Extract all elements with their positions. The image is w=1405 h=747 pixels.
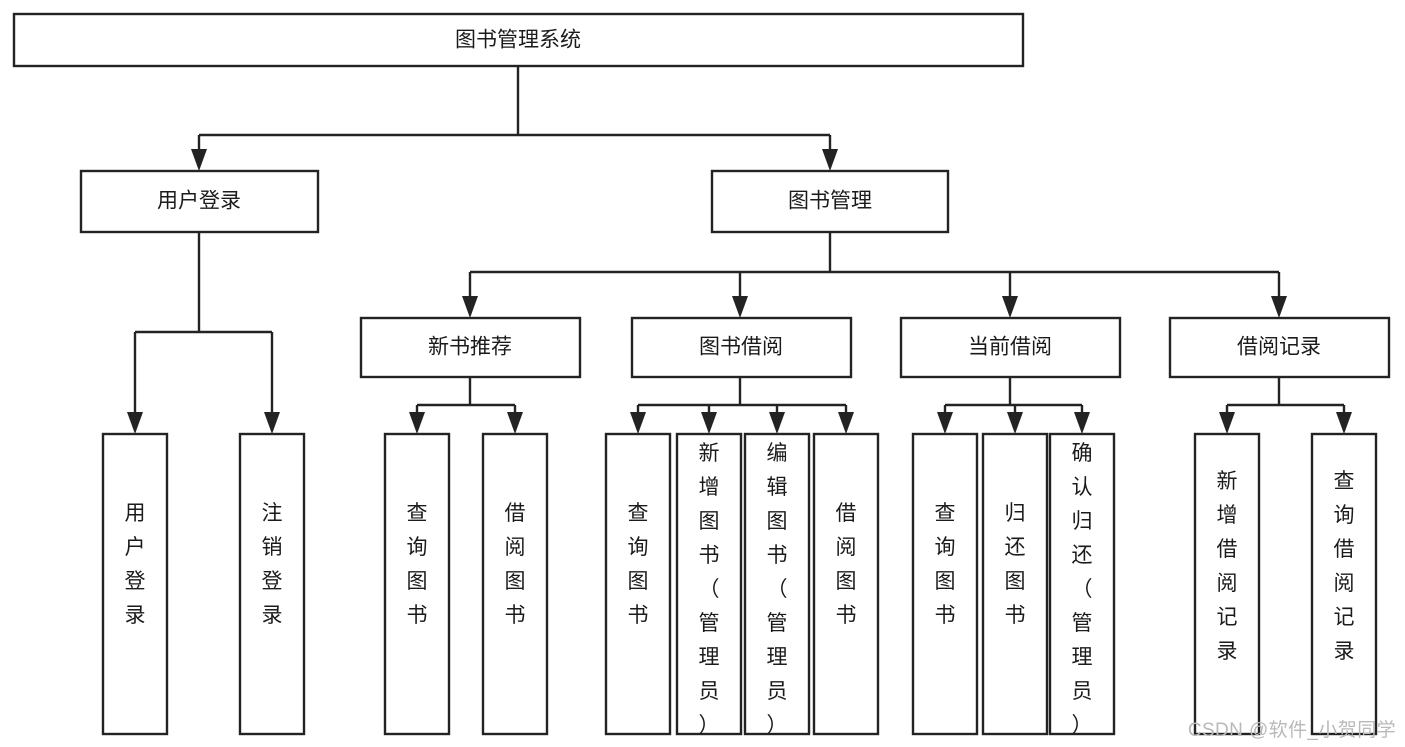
connector-bookmgmt-to-level2 (468, 232, 1281, 303)
node-book-management-label: 图书管理 (788, 190, 872, 213)
node-leaf-logout[interactable]: 注销登录 (238, 432, 306, 736)
node-leaf-add-book[interactable]: 新增图书（管理员） (675, 432, 743, 737)
node-borrow-record[interactable]: 借阅记录 (1168, 316, 1391, 379)
node-leaf-add-record-label: 新增借阅记录 (1217, 470, 1238, 663)
node-leaf-edit-book-label: 编辑图书（管理员） (767, 442, 788, 737)
node-leaf-query-record[interactable]: 查询借阅记录 (1310, 432, 1378, 736)
node-root-label: 图书管理系统 (455, 29, 581, 52)
node-book-management[interactable]: 图书管理 (710, 169, 950, 234)
arrow-to-leaf-return-book (1007, 412, 1023, 434)
arrow-to-leaf-query-book-cur (937, 412, 953, 434)
node-leaf-return-book-box[interactable] (981, 432, 1049, 736)
node-leaf-query-book-bor-box[interactable] (604, 432, 672, 736)
node-leaf-query-book-rec-label: 查询图书 (407, 502, 428, 627)
node-leaf-query-record-label: 查询借阅记录 (1334, 470, 1355, 663)
node-root[interactable]: 图书管理系统 (12, 12, 1025, 68)
node-leaf-add-book-box[interactable] (675, 432, 743, 736)
node-leaf-query-book-bor[interactable]: 查询图书 (604, 432, 672, 736)
arrow-to-leaf-borrow-book-bor (838, 412, 854, 434)
leaf-node-group: 用户登录 注销登录 查询图书 借阅图书 查询图书 新增图书（管理员） (101, 432, 1378, 737)
node-book-borrow[interactable]: 图书借阅 (630, 316, 853, 379)
connector-newbook-to-leaves (415, 377, 517, 419)
node-new-book-recommend-box[interactable] (359, 316, 582, 379)
node-borrow-record-label: 借阅记录 (1237, 336, 1321, 359)
node-borrow-record-box[interactable] (1168, 316, 1391, 379)
connector-group (127, 66, 1352, 434)
arrow-to-leaf-confirm-return (1074, 412, 1090, 434)
node-leaf-borrow-book-rec-label: 借阅图书 (505, 502, 526, 627)
arrow-to-leaf-borrow-book-rec (507, 412, 523, 434)
arrow-to-book-borrow (732, 296, 748, 318)
node-current-borrow-box[interactable] (899, 316, 1122, 379)
arrow-to-book-management (822, 149, 838, 171)
node-leaf-query-book-bor-label: 查询图书 (628, 502, 649, 627)
arrow-to-leaf-query-book-bor (630, 412, 646, 434)
node-leaf-confirm-return-label: 确认归还（管理员） (1072, 442, 1093, 737)
node-current-borrow[interactable]: 当前借阅 (899, 316, 1122, 379)
arrow-to-leaf-add-book (701, 412, 717, 434)
arrow-to-user-login (191, 149, 207, 171)
node-leaf-logout-box[interactable] (238, 432, 306, 736)
node-book-borrow-box[interactable] (630, 316, 853, 379)
node-leaf-borrow-book-rec[interactable]: 借阅图书 (481, 432, 549, 736)
node-leaf-query-book-rec-box[interactable] (383, 432, 451, 736)
node-leaf-query-book-cur[interactable]: 查询图书 (911, 432, 979, 736)
arrow-to-leaf-query-record (1336, 412, 1352, 434)
node-leaf-user-login-box[interactable] (101, 432, 169, 736)
arrow-to-leaf-query-book-rec (409, 412, 425, 434)
node-leaf-confirm-return[interactable]: 确认归还（管理员） (1048, 432, 1116, 737)
csdn-watermark: CSDN @软件_小贺同学 (1187, 720, 1396, 741)
node-leaf-add-book-label: 新增图书（管理员） (699, 442, 720, 737)
node-leaf-query-book-cur-box[interactable] (911, 432, 979, 736)
arrow-to-leaf-logout (264, 412, 280, 434)
arrow-to-leaf-add-record (1219, 412, 1235, 434)
connector-root-to-level1 (197, 66, 832, 157)
node-leaf-add-record[interactable]: 新增借阅记录 (1193, 432, 1261, 736)
arrow-to-leaf-user-login (127, 412, 143, 434)
arrow-to-current-borrow (1002, 296, 1018, 318)
node-root-box[interactable] (12, 12, 1025, 68)
node-leaf-borrow-book-bor-label: 借阅图书 (836, 502, 857, 627)
node-leaf-add-record-box[interactable] (1193, 432, 1261, 736)
node-leaf-edit-book-box[interactable] (743, 432, 811, 736)
arrow-to-borrow-record (1271, 296, 1287, 318)
connector-bookborrow-to-leaves (636, 377, 848, 419)
node-leaf-return-book[interactable]: 归还图书 (981, 432, 1049, 736)
node-leaf-user-login-label: 用户登录 (125, 502, 146, 627)
node-leaf-return-book-label: 归还图书 (1005, 502, 1026, 627)
node-leaf-borrow-book-rec-box[interactable] (481, 432, 549, 736)
node-leaf-borrow-book-bor-box[interactable] (812, 432, 880, 736)
connector-userlogin-to-leaves (133, 232, 274, 419)
node-leaf-confirm-return-box[interactable] (1048, 432, 1116, 736)
node-current-borrow-label: 当前借阅 (968, 336, 1052, 359)
node-leaf-query-book-cur-label: 查询图书 (935, 502, 956, 627)
node-leaf-edit-book[interactable]: 编辑图书（管理员） (743, 432, 811, 737)
node-leaf-user-login[interactable]: 用户登录 (101, 432, 169, 736)
node-leaf-query-book-rec[interactable]: 查询图书 (383, 432, 451, 736)
node-leaf-borrow-book-bor[interactable]: 借阅图书 (812, 432, 880, 736)
node-book-borrow-label: 图书借阅 (699, 336, 783, 359)
arrow-to-leaf-edit-book (769, 412, 785, 434)
node-leaf-query-record-box[interactable] (1310, 432, 1378, 736)
node-user-login-label: 用户登录 (157, 190, 241, 213)
node-leaf-logout-label: 注销登录 (262, 502, 283, 627)
arrow-to-new-book-recommend (462, 296, 478, 318)
node-new-book-recommend[interactable]: 新书推荐 (359, 316, 582, 379)
node-user-login[interactable]: 用户登录 (79, 169, 320, 234)
node-book-management-box[interactable] (710, 169, 950, 234)
node-user-login-box[interactable] (79, 169, 320, 234)
node-new-book-recommend-label: 新书推荐 (428, 336, 512, 359)
connector-borrowrecord-to-leaves (1225, 377, 1346, 419)
